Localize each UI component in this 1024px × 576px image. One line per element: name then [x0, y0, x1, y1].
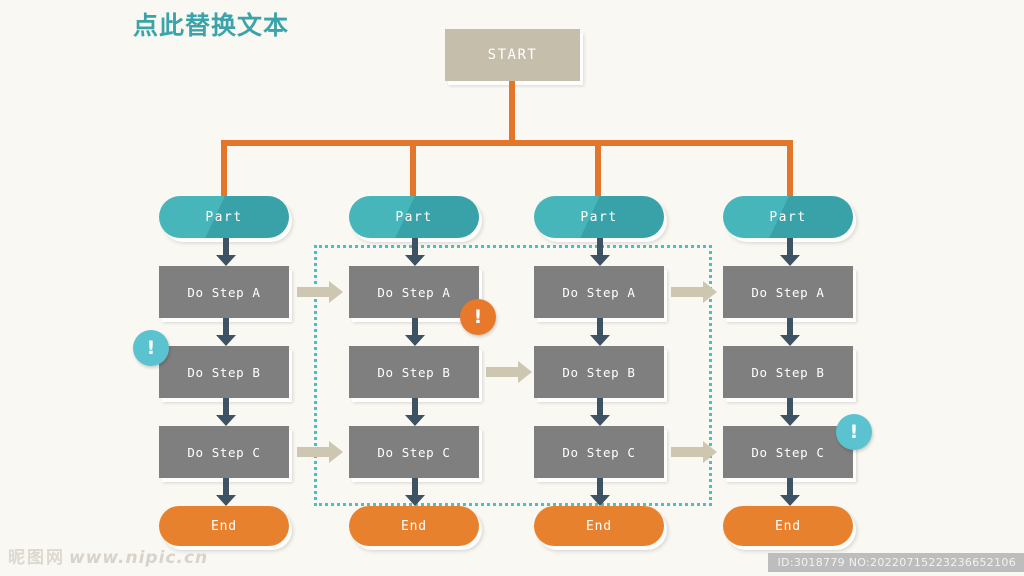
tree-bus — [221, 140, 793, 146]
step-node-3-c-label: Do Step C — [562, 444, 636, 460]
tree-drop-3 — [595, 140, 601, 196]
step-node-1-b[interactable]: Do Step B — [159, 346, 289, 398]
part-node-3-label: Part — [580, 209, 618, 225]
step-node-2-b-label: Do Step B — [377, 364, 451, 380]
end-node-1-label: End — [211, 518, 237, 534]
arrow-col1-c-to-end — [216, 478, 236, 506]
alert-badge-col2-stepa[interactable]: ! — [460, 299, 496, 335]
arrow-col2-part-to-a — [405, 238, 425, 266]
arrow-col3-b-to-c — [590, 398, 610, 426]
harrow-row-a-1-to-2 — [297, 281, 343, 303]
page-title: 点此替换文本 — [133, 11, 290, 40]
alert-badge-col4-stepc[interactable]: ! — [836, 414, 872, 450]
step-node-3-a[interactable]: Do Step A — [534, 266, 664, 318]
highlight-region — [314, 245, 712, 506]
step-node-4-c[interactable]: Do Step C — [723, 426, 853, 478]
arrow-col2-a-to-b — [405, 318, 425, 346]
step-node-2-a-label: Do Step A — [377, 284, 451, 300]
alert-badge-col1-stepb-symbol: ! — [146, 336, 156, 359]
end-node-1[interactable]: End — [159, 506, 289, 546]
part-node-4-label: Part — [769, 209, 807, 225]
step-node-3-c[interactable]: Do Step C — [534, 426, 664, 478]
end-node-4-label: End — [775, 518, 801, 534]
arrow-col4-part-to-a — [780, 238, 800, 266]
step-node-1-a[interactable]: Do Step A — [159, 266, 289, 318]
arrow-col3-a-to-b — [590, 318, 610, 346]
end-node-2-label: End — [401, 518, 427, 534]
step-node-2-c-label: Do Step C — [377, 444, 451, 460]
start-node-label: START — [487, 47, 538, 63]
arrow-col2-b-to-c — [405, 398, 425, 426]
step-node-2-c[interactable]: Do Step C — [349, 426, 479, 478]
step-node-1-a-label: Do Step A — [187, 284, 261, 300]
step-node-2-a[interactable]: Do Step A — [349, 266, 479, 318]
part-node-4[interactable]: Part — [723, 196, 853, 238]
arrow-col1-b-to-c — [216, 398, 236, 426]
end-node-3[interactable]: End — [534, 506, 664, 546]
step-node-1-c[interactable]: Do Step C — [159, 426, 289, 478]
step-node-3-a-label: Do Step A — [562, 284, 636, 300]
arrow-col1-part-to-a — [216, 238, 236, 266]
step-node-1-c-label: Do Step C — [187, 444, 261, 460]
start-node[interactable]: START — [445, 29, 580, 81]
alert-badge-col2-stepa-symbol: ! — [473, 305, 483, 328]
step-node-3-b-label: Do Step B — [562, 364, 636, 380]
watermark-brand-cn: 昵图网 — [8, 548, 65, 568]
step-node-4-b[interactable]: Do Step B — [723, 346, 853, 398]
part-node-2[interactable]: Part — [349, 196, 479, 238]
arrow-col3-c-to-end — [590, 478, 610, 506]
step-node-4-a-label: Do Step A — [751, 284, 825, 300]
arrow-col4-c-to-end — [780, 478, 800, 506]
part-node-1-label: Part — [205, 209, 243, 225]
end-node-3-label: End — [586, 518, 612, 534]
harrow-row-c-3-to-4 — [671, 441, 717, 463]
alert-badge-col1-stepb[interactable]: ! — [133, 330, 169, 366]
end-node-2[interactable]: End — [349, 506, 479, 546]
harrow-row-c-1-to-2 — [297, 441, 343, 463]
end-node-4[interactable]: End — [723, 506, 853, 546]
watermark-id: ID:3018779 NO:20220715223236652106 — [767, 553, 1024, 572]
tree-stem — [509, 81, 515, 141]
harrow-row-a-3-to-4 — [671, 281, 717, 303]
step-node-2-b[interactable]: Do Step B — [349, 346, 479, 398]
arrow-col3-part-to-a — [590, 238, 610, 266]
part-node-2-label: Part — [395, 209, 433, 225]
step-node-3-b[interactable]: Do Step B — [534, 346, 664, 398]
arrow-col1-a-to-b — [216, 318, 236, 346]
tree-drop-4 — [787, 140, 793, 196]
part-node-3[interactable]: Part — [534, 196, 664, 238]
step-node-4-a[interactable]: Do Step A — [723, 266, 853, 318]
tree-drop-2 — [410, 140, 416, 196]
harrow-row-b-2-to-3 — [486, 361, 532, 383]
arrow-col2-c-to-end — [405, 478, 425, 506]
alert-badge-col4-stepc-symbol: ! — [849, 420, 859, 443]
step-node-1-b-label: Do Step B — [187, 364, 261, 380]
tree-drop-1 — [221, 140, 227, 196]
watermark-brand-url: www.nipic.cn — [69, 548, 209, 568]
step-node-4-c-label: Do Step C — [751, 444, 825, 460]
arrow-col4-a-to-b — [780, 318, 800, 346]
step-node-4-b-label: Do Step B — [751, 364, 825, 380]
part-node-1[interactable]: Part — [159, 196, 289, 238]
arrow-col4-b-to-c — [780, 398, 800, 426]
